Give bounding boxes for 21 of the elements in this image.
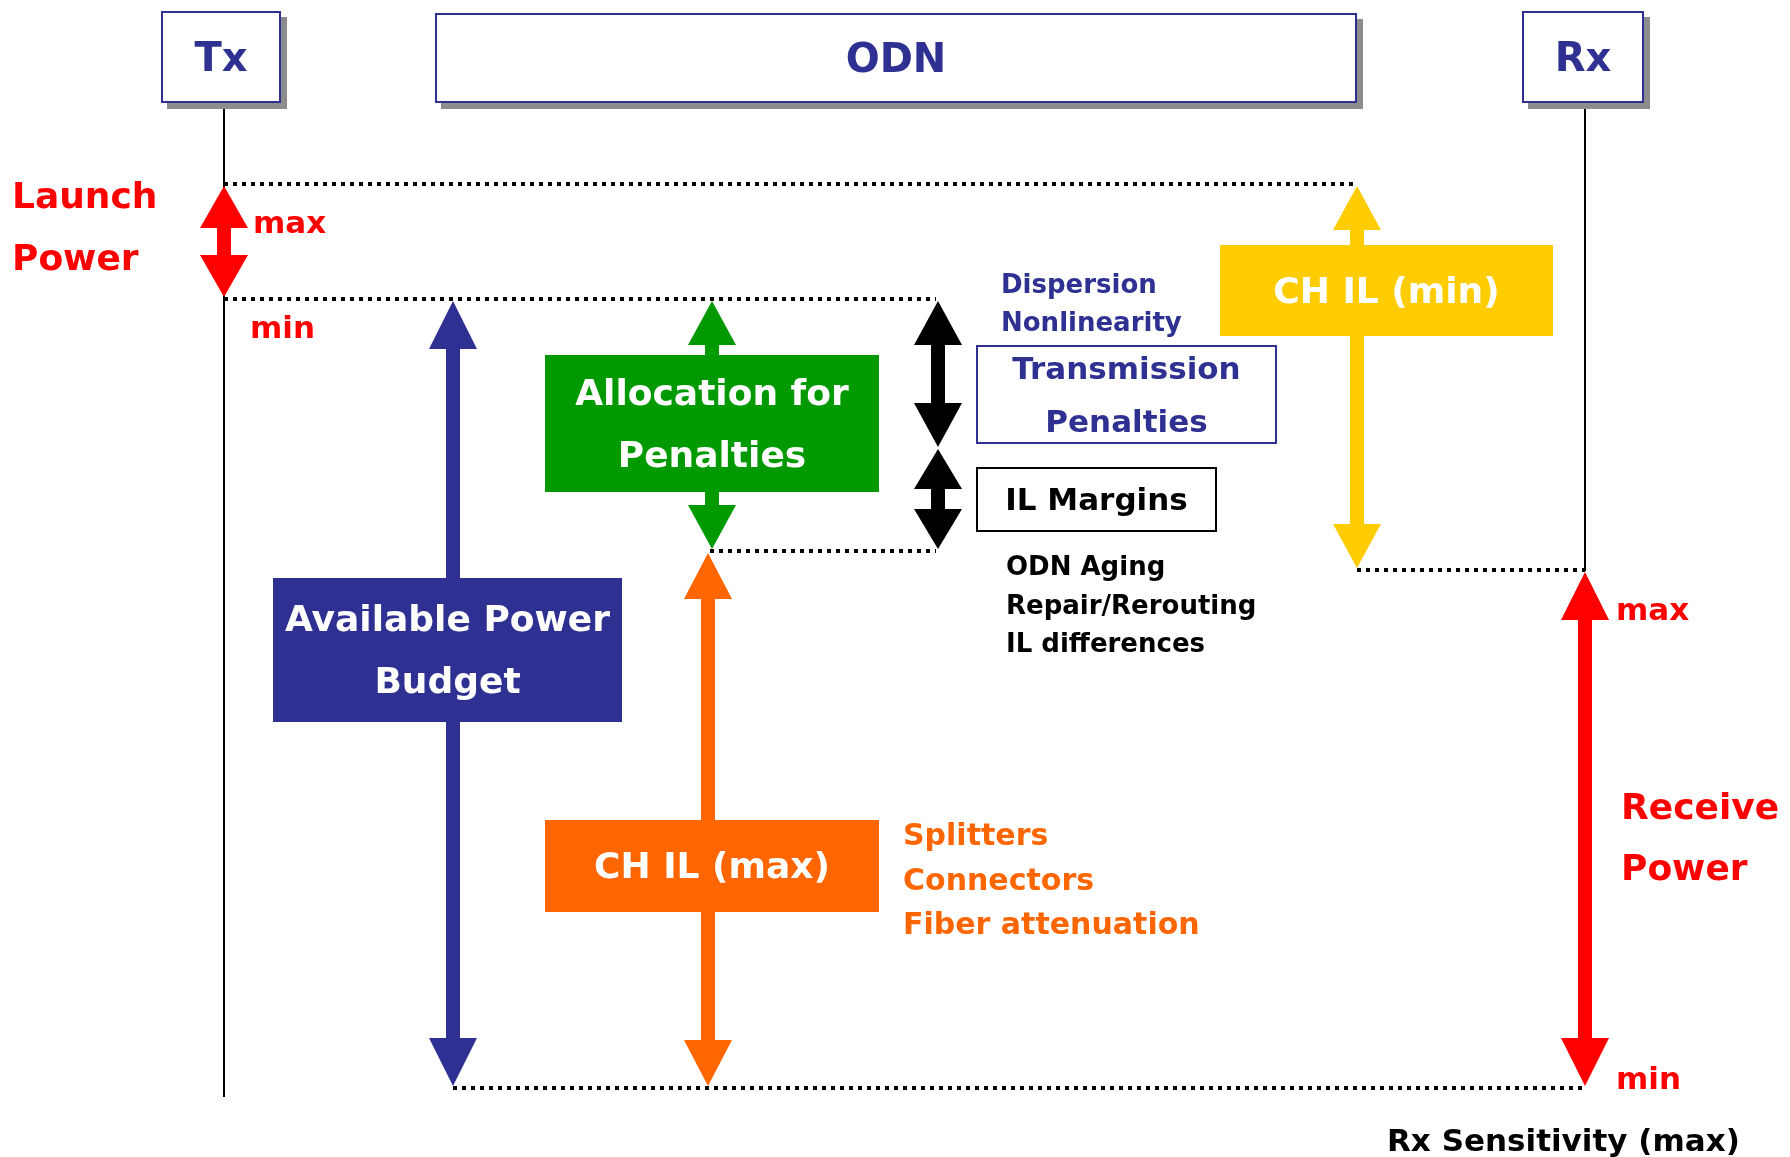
loss-box: CH IL (max) — [545, 820, 879, 912]
note-text: Nonlinearity — [1001, 306, 1182, 339]
penalty-box: Allocation for Penalties — [545, 355, 879, 492]
caption-text: Rx Sensitivity (max) — [1387, 1121, 1740, 1157]
level-label: max — [1616, 590, 1690, 629]
note-text: Repair/Rerouting — [1006, 589, 1257, 622]
penalty-box: Transmission Penalties — [976, 345, 1277, 444]
margin-box: IL Margins — [976, 467, 1217, 532]
level-label: min — [1616, 1059, 1681, 1098]
axis-label: Launch Power — [12, 174, 159, 280]
axis-label: Receive Power — [1621, 785, 1781, 890]
budget-box: Available Power Budget — [273, 578, 622, 722]
loss-box: CH IL (min) — [1220, 245, 1553, 336]
note-text: Dispersion — [1001, 268, 1157, 301]
note-text: IL differences — [1006, 627, 1205, 660]
level-label: min — [250, 308, 315, 347]
note-text: Splitters — [903, 816, 1049, 854]
note-text: Connectors — [903, 861, 1095, 899]
level-label: max — [253, 203, 327, 242]
note-text: ODN Aging — [1006, 550, 1166, 583]
note-text: Fiber attenuation — [903, 905, 1200, 943]
